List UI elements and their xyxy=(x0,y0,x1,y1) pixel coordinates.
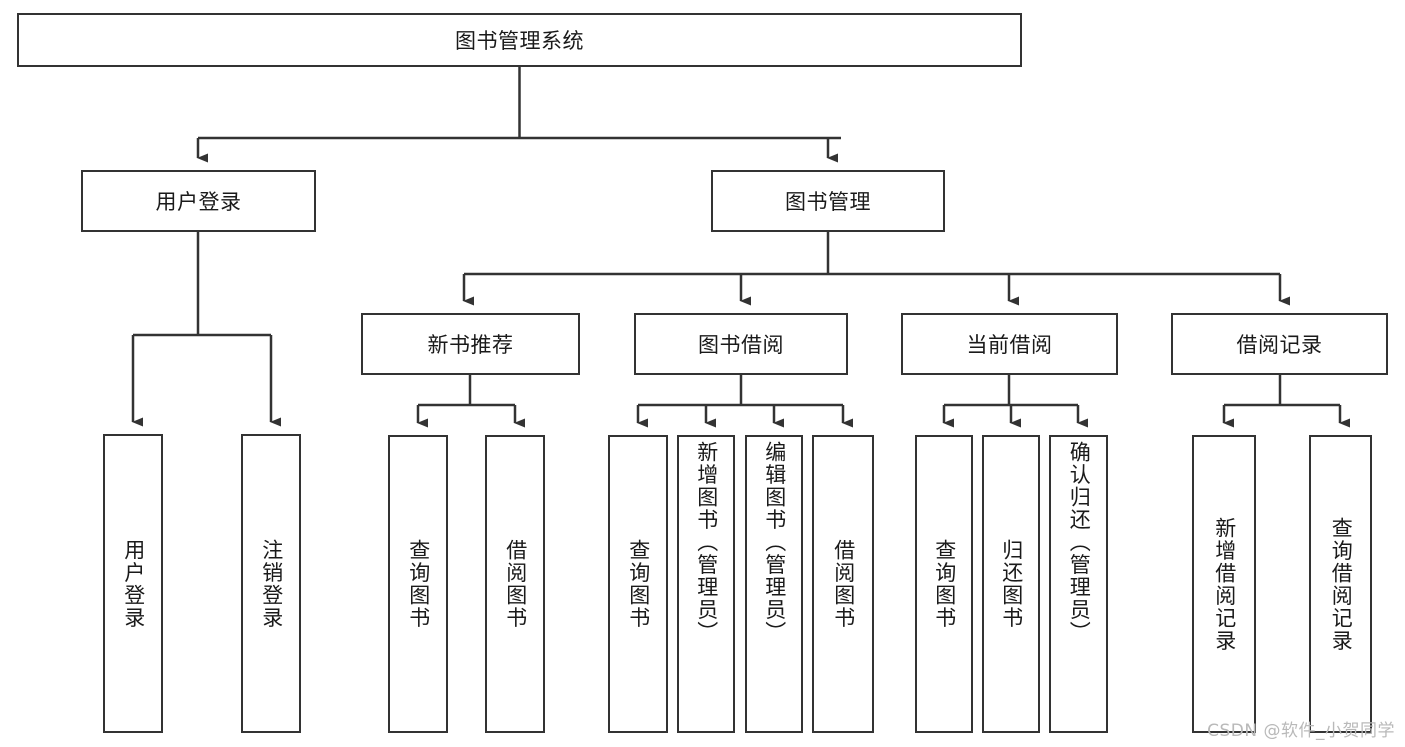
node-borrow-record[interactable]: 借阅记录 xyxy=(1171,313,1388,375)
leaf-user-login-login[interactable]: 用户登录 xyxy=(103,434,163,733)
leaf-borrowrecord-add-record[interactable]: 新增借阅记录 xyxy=(1192,435,1256,733)
leaf-bookborrow-edit-book-admin[interactable]: 编辑图书（管理员） xyxy=(745,435,803,733)
node-user-login[interactable]: 用户登录 xyxy=(81,170,316,232)
leaf-borrowrecord-query-record[interactable]: 查询借阅记录 xyxy=(1309,435,1372,733)
node-label: 图书借阅 xyxy=(698,333,784,357)
node-root-book-management-system[interactable]: 图书管理系统 xyxy=(17,13,1022,67)
leaf-user-login-logout[interactable]: 注销登录 xyxy=(241,434,301,733)
node-label: 注销登录 xyxy=(259,538,284,629)
leaf-currentborrow-return-book[interactable]: 归还图书 xyxy=(982,435,1040,733)
leaf-bookborrow-add-book-admin[interactable]: 新增图书（管理员） xyxy=(677,435,735,733)
node-label: 新书推荐 xyxy=(427,333,514,357)
node-label: 确认归还（管理员） xyxy=(1067,441,1092,644)
leaf-newbook-borrow-book[interactable]: 借阅图书 xyxy=(485,435,545,733)
node-label: 用户登录 xyxy=(155,190,242,214)
node-label: 查询借阅记录 xyxy=(1329,516,1354,652)
node-new-book-recommend[interactable]: 新书推荐 xyxy=(361,313,580,375)
leaf-currentborrow-query-book[interactable]: 查询图书 xyxy=(915,435,973,733)
node-label: 当前借阅 xyxy=(966,333,1053,357)
node-label: 查询图书 xyxy=(626,539,651,629)
node-label: 查询图书 xyxy=(932,539,957,629)
node-label: 归还图书 xyxy=(999,539,1024,629)
node-label: 借阅图书 xyxy=(503,539,528,629)
node-label: 用户登录 xyxy=(121,538,146,629)
edges xyxy=(131,67,1350,428)
node-current-borrow[interactable]: 当前借阅 xyxy=(901,313,1118,375)
node-label: 借阅记录 xyxy=(1236,333,1323,357)
node-label: 借阅图书 xyxy=(831,539,856,629)
node-label: 新增图书（管理员） xyxy=(694,441,719,644)
node-label: 图书管理 xyxy=(785,190,871,214)
node-label: 新增借阅记录 xyxy=(1212,516,1237,652)
leaf-bookborrow-query-book[interactable]: 查询图书 xyxy=(608,435,668,733)
leaf-newbook-query-book[interactable]: 查询图书 xyxy=(388,435,448,733)
node-label: 查询图书 xyxy=(406,539,431,629)
node-book-management[interactable]: 图书管理 xyxy=(711,170,945,232)
node-book-borrow[interactable]: 图书借阅 xyxy=(634,313,848,375)
leaf-currentborrow-confirm-return-admin[interactable]: 确认归还（管理员） xyxy=(1049,435,1108,733)
node-label: 编辑图书（管理员） xyxy=(762,441,787,644)
node-label: 图书管理系统 xyxy=(455,29,584,53)
leaf-bookborrow-borrow-book[interactable]: 借阅图书 xyxy=(812,435,874,733)
